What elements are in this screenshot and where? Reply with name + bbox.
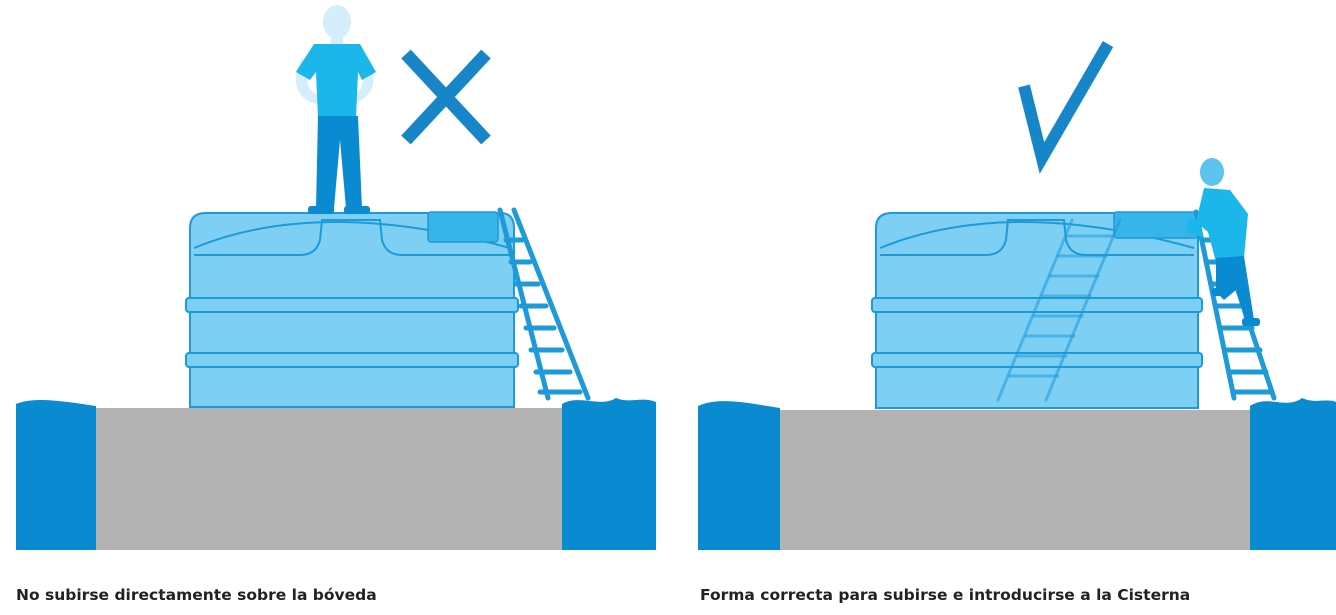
concrete-slab [96,408,562,550]
cross-mark-icon [401,49,491,145]
inner-ladder [996,218,1122,402]
water-tank [871,211,1203,409]
ground-right [562,398,656,550]
ground-left [16,400,96,550]
person-climbing [1186,158,1260,326]
ladder [497,207,591,401]
ground-left [698,401,780,550]
panel-correct: Forma correcta para subirse e introducir… [668,0,1336,615]
illustration-correct [698,40,1336,550]
person-standing [295,5,376,214]
water-tank [185,211,519,408]
panel-wrong: No subirse directamente sobre la bóveda [16,5,656,604]
caption-correct: Forma correcta para subirse e introducir… [700,586,1191,604]
concrete-slab [780,410,1250,550]
illustration-wrong [16,5,656,550]
ground-right [1250,398,1336,550]
caption-wrong: No subirse directamente sobre la bóveda [16,586,377,604]
check-mark-icon [1018,40,1114,174]
